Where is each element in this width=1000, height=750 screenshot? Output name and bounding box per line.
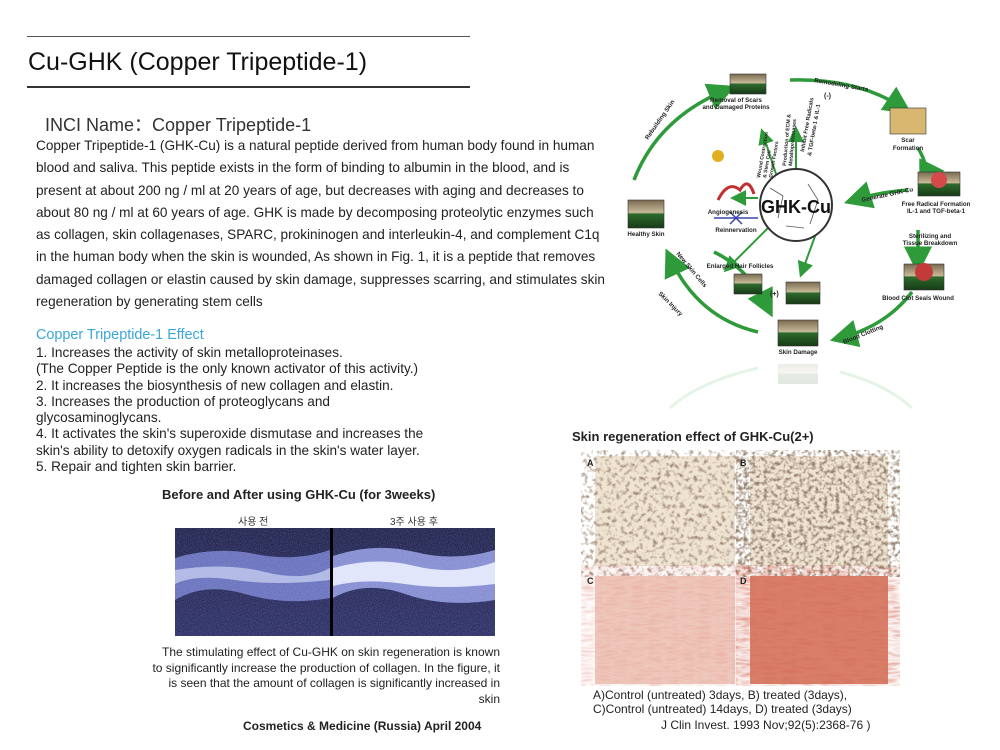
node-label: Tissue Breakdown bbox=[903, 240, 958, 247]
node-label: Reinnervation bbox=[715, 227, 756, 234]
minus-sign: (-) bbox=[824, 93, 831, 100]
page-title: Cu-GHK (Copper Tripeptide-1) bbox=[28, 48, 368, 76]
before-after-title: Before and After using GHK-Cu (for 3week… bbox=[162, 487, 436, 502]
title-rule-bottom bbox=[27, 86, 470, 88]
node-label: Removal of Scars bbox=[710, 97, 762, 104]
micrograph-b: B bbox=[740, 456, 888, 566]
micrograph-caption-line: A)Control (untreated) 3days, B) treated … bbox=[593, 688, 848, 702]
node-label: Angiogenesis bbox=[708, 209, 749, 216]
intro-paragraph: Copper Tripeptide-1 (GHK-Cu) is a natura… bbox=[36, 138, 605, 310]
arrow-label: Metalloproteinases bbox=[788, 119, 798, 166]
panel-label: D bbox=[740, 576, 747, 586]
arrow-label: Remodeling Starts bbox=[814, 77, 870, 93]
effect-line: 1. Increases the activity of skin metall… bbox=[36, 345, 343, 360]
node-label: Blood Clot Seals Wound bbox=[882, 295, 954, 302]
effect-line: 2. It increases the biosynthesis of new … bbox=[36, 377, 394, 393]
micrograph-source: J Clin Invest. 1993 Nov;92(5):2368-76 ) bbox=[661, 718, 871, 732]
effect-line: glycosaminoglycans. bbox=[36, 410, 162, 426]
node-label: Scar bbox=[901, 137, 915, 144]
inci-name: INCI Name：Copper Tripeptide-1 bbox=[45, 115, 312, 135]
skin-tiles bbox=[627, 73, 961, 347]
micrograph-a: A bbox=[587, 456, 735, 566]
ghk-cu-cycle-diagram: GHK-Cu Removal of Scars and Damaged Prot… bbox=[627, 73, 971, 410]
effect-line: 4. It activates the skin's superoxide di… bbox=[36, 426, 424, 442]
diagram-reflection bbox=[668, 364, 914, 410]
panel-label: C bbox=[587, 576, 594, 586]
before-after-caption: The stimulating effect of Cu-GHK on skin… bbox=[152, 645, 500, 706]
effect-heading: Copper Tripeptide-1 Effect bbox=[36, 327, 204, 343]
effect-line: (The Copper Peptide is the only known ac… bbox=[36, 361, 419, 377]
node-label: Skin Damage bbox=[779, 349, 818, 356]
before-after-source: Cosmetics & Medicine (Russia) April 2004 bbox=[243, 719, 482, 733]
arrow-label: New Skin Cells bbox=[674, 251, 708, 290]
micrograph-grid: A B C D bbox=[587, 456, 888, 684]
ghk-cu-center-label: GHK-Cu bbox=[761, 197, 831, 217]
plus-sign: (+) bbox=[770, 291, 779, 298]
effect-line: skin's ability to detoxify oxygen radica… bbox=[36, 442, 420, 458]
before-label: 사용 전 bbox=[238, 517, 269, 528]
node-label: Formation bbox=[893, 145, 923, 152]
arrow-label: Skin Injury bbox=[657, 290, 685, 318]
cycle-arrows bbox=[632, 78, 945, 348]
effect-line: 5. Repair and tighten skin barrier. bbox=[36, 459, 237, 475]
arrow-label: & Stem Cell bbox=[762, 149, 773, 178]
node-label: and Damaged Proteins bbox=[702, 104, 770, 111]
after-label: 3주 사용 후 bbox=[390, 517, 438, 528]
panel-label: B bbox=[740, 458, 747, 468]
effect-line: 3. Increases the production of proteogly… bbox=[36, 393, 330, 409]
node-label: Free Radical Formation bbox=[902, 201, 971, 208]
node-label: Sterilizing and bbox=[909, 233, 952, 240]
arrow-label: Production of ECM & bbox=[782, 114, 793, 166]
micrograph-d: D bbox=[740, 576, 888, 684]
before-after-image bbox=[175, 528, 495, 636]
node-label: Healthy Skin bbox=[627, 231, 664, 238]
node-label: Enlarged Hair Follicles bbox=[707, 263, 774, 270]
micrograph-caption: A)Control (untreated) 3days, B) treated … bbox=[593, 688, 852, 716]
micrograph-caption-line: C)Control (untreated) 14days, D) treated… bbox=[593, 702, 852, 716]
effect-list: 1. Increases the activity of skin metall… bbox=[36, 345, 496, 475]
micrograph-c: C bbox=[587, 576, 735, 684]
skin-regeneration-title: Skin regeneration effect of GHK-Cu(2+) bbox=[572, 429, 814, 444]
ghk-cu-center: GHK-Cu bbox=[759, 168, 833, 242]
panel-label: A bbox=[587, 458, 594, 468]
title-rule-top bbox=[27, 36, 470, 37]
node-label: IL-1 and TGF-beta-1 bbox=[907, 208, 966, 215]
